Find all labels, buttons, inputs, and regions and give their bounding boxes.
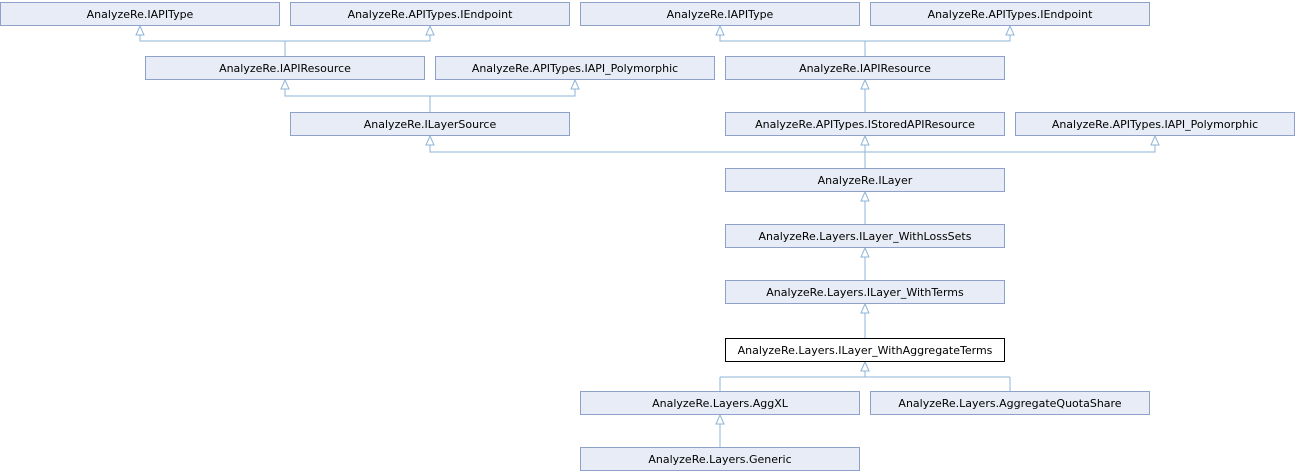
class-node[interactable]: AnalyzeRe.ILayer <box>725 168 1005 192</box>
class-box[interactable] <box>725 168 1005 192</box>
class-node[interactable]: AnalyzeRe.APITypes.IAPI_Polymorphic <box>1015 112 1295 136</box>
class-box[interactable] <box>870 391 1150 415</box>
inheritance-arrowhead <box>860 134 870 146</box>
current-class-box[interactable] <box>725 338 1005 362</box>
class-label[interactable]: AnalyzeRe.ILayerSource <box>364 118 497 131</box>
class-node[interactable]: AnalyzeRe.IAPIType <box>580 2 860 26</box>
class-node[interactable]: AnalyzeRe.APITypes.IAPI_Polymorphic <box>435 56 715 80</box>
class-label[interactable]: AnalyzeRe.APITypes.IStoredAPIResource <box>755 118 975 131</box>
class-box[interactable] <box>725 280 1005 304</box>
inheritance-arrowhead <box>860 190 870 202</box>
class-label[interactable]: AnalyzeRe.APITypes.IAPI_Polymorphic <box>472 62 678 75</box>
class-node[interactable]: AnalyzeRe.Layers.ILayer_WithTerms <box>725 280 1005 304</box>
class-box[interactable] <box>290 2 570 26</box>
inheritance-arrowhead <box>715 413 725 425</box>
inheritance-edge <box>429 144 865 153</box>
class-node[interactable]: AnalyzeRe.ILayerSource <box>290 112 570 136</box>
class-label[interactable]: AnalyzeRe.IAPIResource <box>799 62 931 75</box>
class-node[interactable]: AnalyzeRe.IAPIResource <box>145 56 425 80</box>
class-box[interactable] <box>725 56 1005 80</box>
class-box[interactable] <box>580 391 860 415</box>
inheritance-arrowhead <box>715 24 725 36</box>
class-node[interactable]: AnalyzeRe.APITypes.IEndpoint <box>290 2 570 26</box>
class-box[interactable] <box>0 2 280 26</box>
class-box[interactable] <box>145 56 425 80</box>
inheritance-edge <box>719 34 865 42</box>
class-box[interactable] <box>725 224 1005 248</box>
edges-layer <box>135 24 1160 447</box>
inheritance-edge <box>864 370 1010 378</box>
class-label[interactable]: AnalyzeRe.Layers.ILayer_WithLossSets <box>759 230 972 243</box>
class-box[interactable] <box>870 2 1150 26</box>
inheritance-edge <box>139 34 285 42</box>
class-node[interactable]: AnalyzeRe.IAPIType <box>0 2 280 26</box>
class-node[interactable]: AnalyzeRe.APITypes.IEndpoint <box>870 2 1150 26</box>
class-node[interactable]: AnalyzeRe.Layers.ILayer_WithLossSets <box>725 224 1005 248</box>
inheritance-arrowhead <box>570 78 580 90</box>
class-box[interactable] <box>725 112 1005 136</box>
inheritance-edge <box>865 34 1011 42</box>
inheritance-arrowhead <box>425 24 435 36</box>
class-label[interactable]: AnalyzeRe.IAPIResource <box>219 62 351 75</box>
class-label[interactable]: AnalyzeRe.ILayer <box>818 174 913 187</box>
inheritance-edge <box>865 144 1156 153</box>
class-label[interactable]: AnalyzeRe.Layers.AggXL <box>652 397 789 410</box>
class-label[interactable]: AnalyzeRe.Layers.ILayer_WithAggregateTer… <box>738 344 993 357</box>
inheritance-edge <box>430 88 576 97</box>
inheritance-edge <box>284 88 430 97</box>
inheritance-arrowhead <box>1150 134 1160 146</box>
class-label[interactable]: AnalyzeRe.Layers.Generic <box>648 453 791 466</box>
inheritance-edge <box>285 34 431 42</box>
class-box[interactable] <box>580 2 860 26</box>
class-node[interactable]: AnalyzeRe.Layers.ILayer_WithAggregateTer… <box>725 338 1005 362</box>
inheritance-arrowhead <box>860 302 870 314</box>
inheritance-edge <box>720 370 866 378</box>
class-label[interactable]: AnalyzeRe.Layers.ILayer_WithTerms <box>766 286 964 299</box>
class-label[interactable]: AnalyzeRe.APITypes.IEndpoint <box>348 8 514 21</box>
class-label[interactable]: AnalyzeRe.APITypes.IAPI_Polymorphic <box>1052 118 1258 131</box>
inheritance-arrowhead <box>860 360 870 372</box>
class-node[interactable]: AnalyzeRe.APITypes.IStoredAPIResource <box>725 112 1005 136</box>
class-label[interactable]: AnalyzeRe.Layers.AggregateQuotaShare <box>898 397 1121 410</box>
class-label[interactable]: AnalyzeRe.APITypes.IEndpoint <box>928 8 1094 21</box>
inheritance-arrowhead <box>1005 24 1015 36</box>
inheritance-arrowhead <box>860 246 870 258</box>
class-node[interactable]: AnalyzeRe.Layers.AggregateQuotaShare <box>870 391 1150 415</box>
class-node[interactable]: AnalyzeRe.IAPIResource <box>725 56 1005 80</box>
class-node[interactable]: AnalyzeRe.Layers.Generic <box>580 447 860 471</box>
inheritance-arrowhead <box>425 134 435 146</box>
class-label[interactable]: AnalyzeRe.IAPIType <box>667 8 774 21</box>
inheritance-arrowhead <box>135 24 145 36</box>
inheritance-arrowhead <box>280 78 290 90</box>
class-box[interactable] <box>435 56 715 80</box>
inheritance-arrowhead <box>860 78 870 90</box>
class-box[interactable] <box>580 447 860 471</box>
class-node[interactable]: AnalyzeRe.Layers.AggXL <box>580 391 860 415</box>
class-label[interactable]: AnalyzeRe.IAPIType <box>87 8 194 21</box>
class-box[interactable] <box>290 112 570 136</box>
